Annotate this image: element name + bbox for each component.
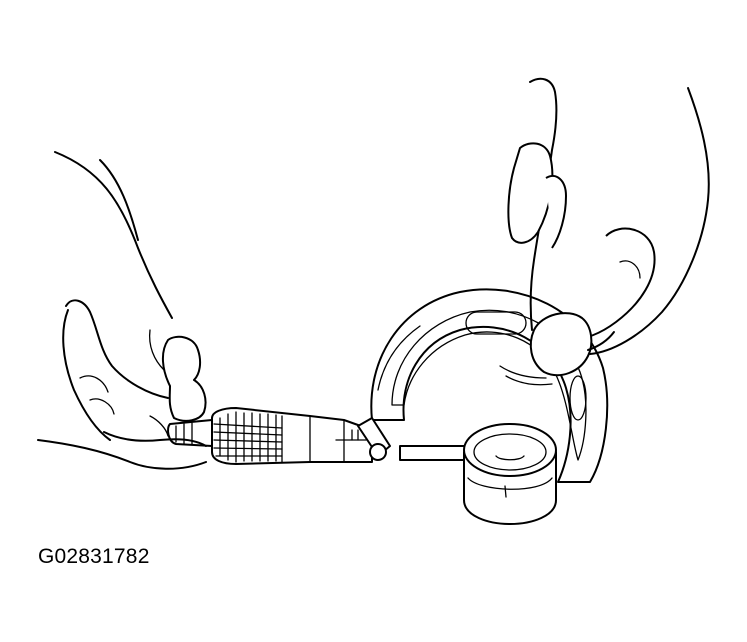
measured-part <box>463 423 557 525</box>
figure-code: G02831782 <box>38 545 150 568</box>
micrometer-sleeve <box>211 407 391 465</box>
right-hand <box>499 77 710 386</box>
left-hand <box>37 151 207 470</box>
micrometer-spindle <box>399 445 473 461</box>
ratchet-stop <box>167 419 213 447</box>
